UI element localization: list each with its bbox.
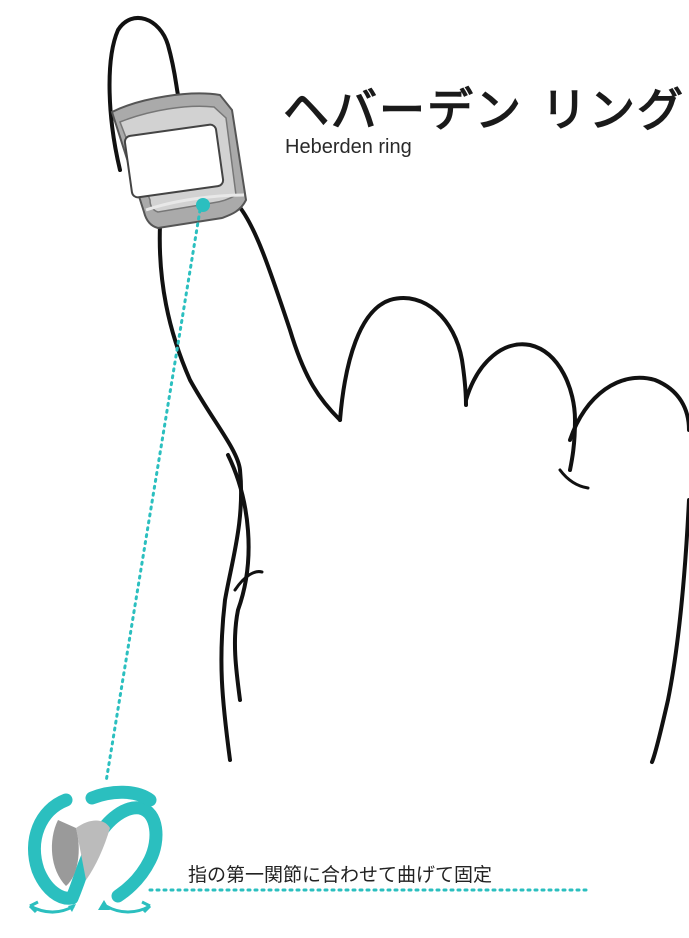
ring-finger (466, 344, 575, 470)
bend-diagram-icon (30, 792, 156, 912)
hand-right-edge (652, 500, 689, 762)
guide-line-vertical (106, 210, 200, 782)
little-finger (570, 378, 689, 440)
ring-marker-dot (196, 198, 210, 212)
caption-text: 指の第一関節に合わせて曲げて固定 (188, 860, 492, 887)
page-title: ヘバーデン リング (283, 74, 685, 140)
middle-finger (340, 298, 466, 420)
palm-left-edge (160, 225, 241, 760)
page-subtitle: Heberden ring (285, 136, 412, 159)
ring-photo (112, 94, 246, 228)
finger-right-edge (238, 205, 340, 420)
